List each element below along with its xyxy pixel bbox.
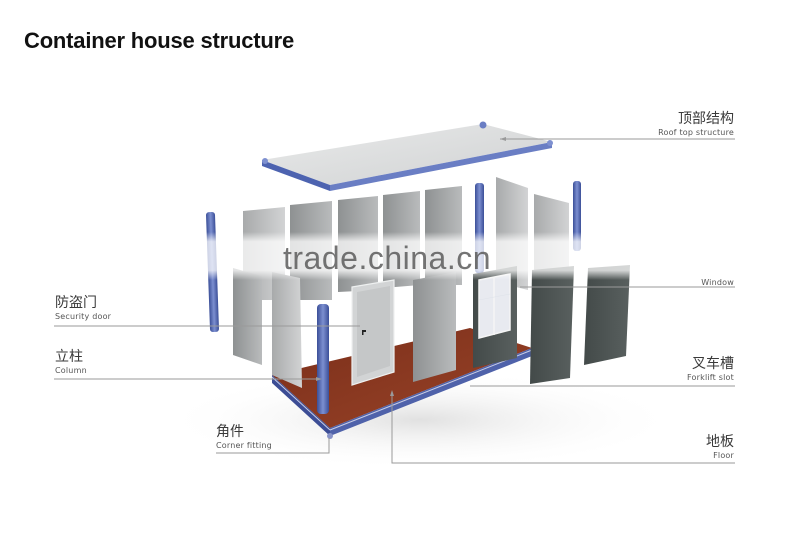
label-zh: 地板 (706, 434, 734, 450)
label-roof-top-structure: 顶部结构 Roof top structure (600, 112, 734, 137)
leader-lines (54, 137, 735, 464)
label-floor: 地板 Floor (620, 435, 734, 460)
label-corner-fitting: 角件 Corner fitting (216, 425, 272, 450)
floor-base (271, 328, 533, 439)
label-zh: 顶部结构 (678, 111, 734, 127)
label-column: 立柱 Column (55, 350, 87, 375)
roof-panel (262, 121, 553, 191)
label-en: Forklift slot (687, 373, 734, 382)
security-door (351, 279, 395, 386)
label-en: Window (701, 278, 734, 287)
label-en: Corner fitting (216, 441, 272, 450)
label-en: Floor (713, 451, 734, 460)
window-panel (473, 266, 517, 368)
label-forklift-slot: 叉车槽 Forklift slot (620, 357, 734, 382)
label-en: Security door (55, 312, 112, 321)
label-en: Roof top structure (658, 128, 734, 137)
label-zh: 叉车槽 (692, 356, 734, 372)
label-window: Window (620, 276, 734, 287)
page-title: Container house structure (24, 28, 295, 53)
label-zh: 角件 (216, 424, 244, 440)
label-security-door: 防盗门 Security door (55, 296, 111, 321)
label-en: Column (55, 366, 87, 375)
label-zh: 立柱 (55, 349, 83, 365)
watermark-text: trade.china.cn (283, 240, 492, 276)
label-zh: 防盗门 (55, 295, 97, 311)
